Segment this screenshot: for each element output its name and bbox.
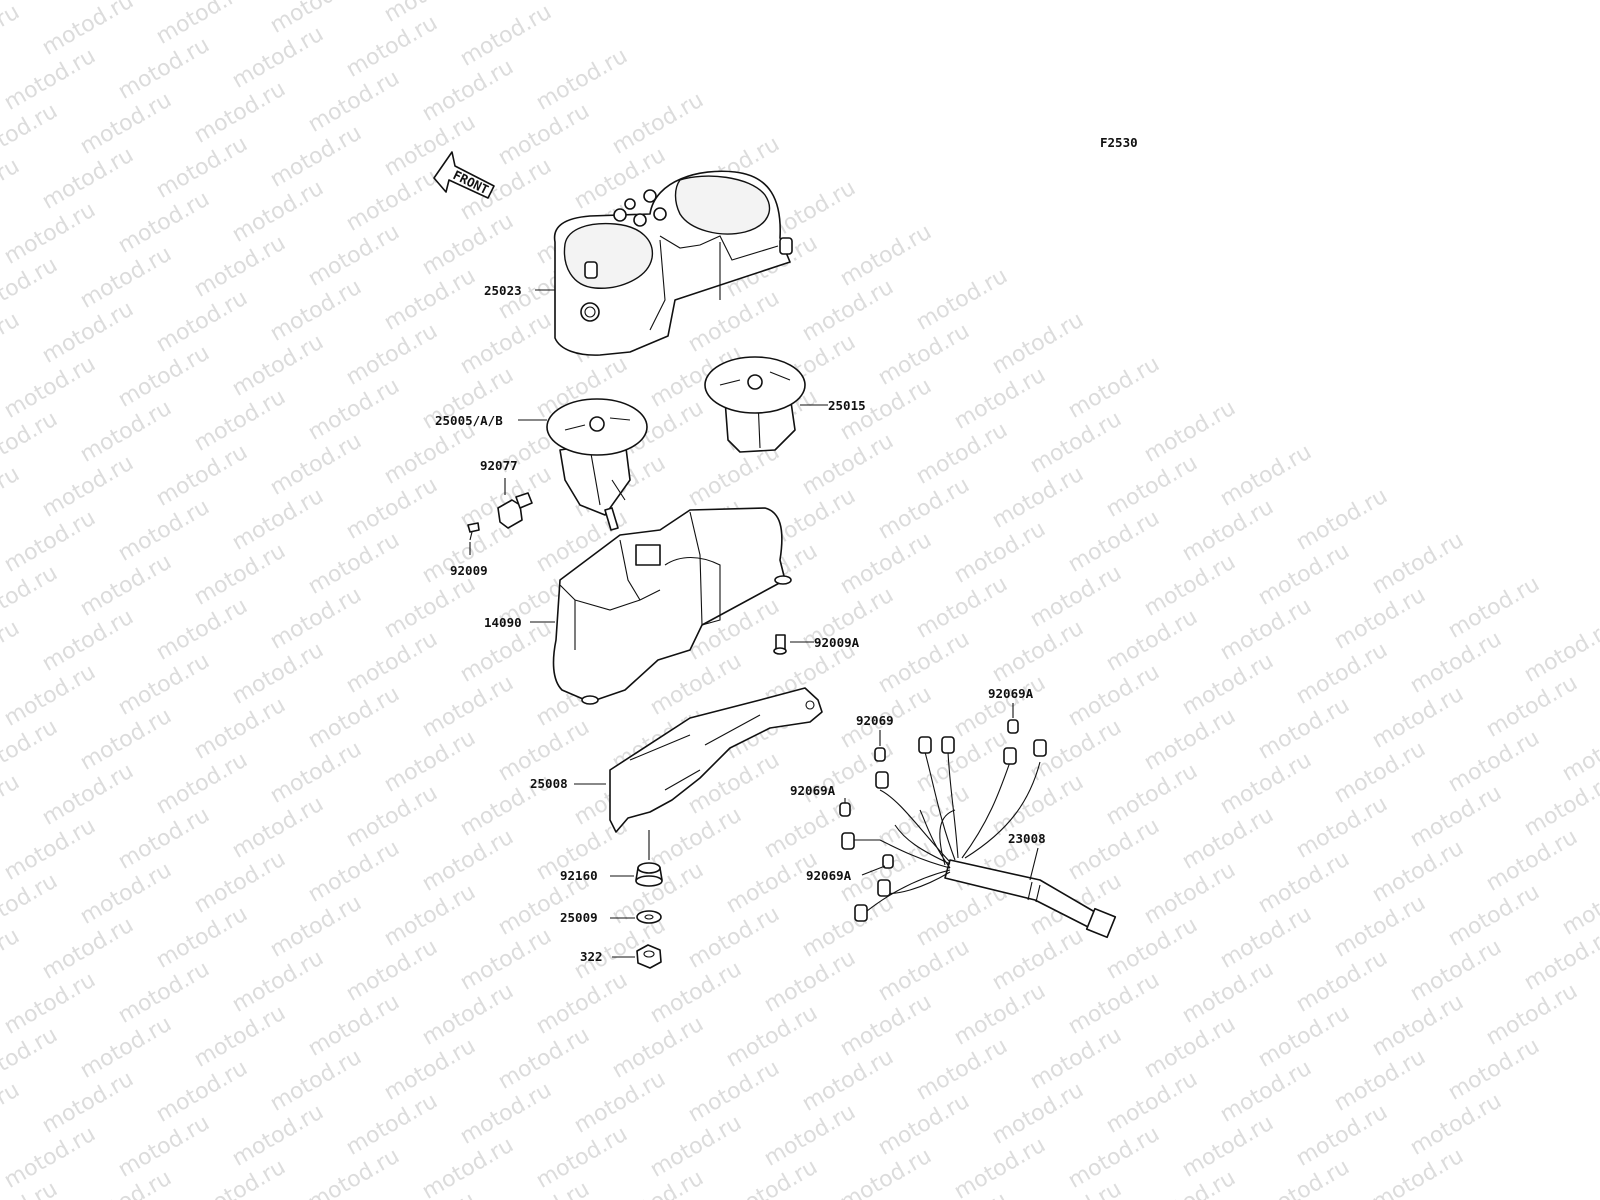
part-label-25008: 25008 [530, 776, 568, 791]
wiring-harness[interactable] [839, 719, 1117, 939]
part-label-92009: 92009 [450, 563, 488, 578]
speedometer[interactable] [704, 356, 806, 453]
part-label-92069A-bottom: 92069A [806, 868, 852, 883]
leader-line [1029, 847, 1039, 881]
bolt-92009A[interactable] [773, 634, 787, 655]
part-label-23008: 23008 [1008, 831, 1046, 846]
leader-line [610, 830, 650, 877]
part-label-25015: 25015 [828, 398, 866, 413]
part-label-92009A: 92009A [814, 635, 860, 650]
meter-cover[interactable] [553, 170, 793, 356]
part-label-92069A-left: 92069A [790, 783, 836, 798]
part-label-25005: 25005/A/B [435, 413, 503, 428]
diagram-code: F2530 [1100, 135, 1138, 150]
front-arrow-icon: FRONT [433, 151, 495, 199]
damper[interactable] [635, 862, 663, 887]
washer[interactable] [636, 910, 662, 924]
meter-case[interactable] [552, 507, 792, 705]
screw-92009[interactable] [467, 522, 480, 541]
front-label: FRONT [451, 167, 491, 197]
part-label-92160: 92160 [560, 868, 598, 883]
part-label-25023: 25023 [484, 283, 522, 298]
part-label-92069A-top: 92069A [988, 686, 1034, 701]
tachometer[interactable] [546, 398, 648, 531]
nut[interactable] [636, 944, 662, 969]
leader-line [861, 865, 886, 876]
bracket[interactable] [609, 687, 823, 833]
part-label-322: 322 [580, 949, 603, 964]
part-label-14090: 14090 [484, 615, 522, 630]
part-label-92077: 92077 [480, 458, 518, 473]
part-label-92069: 92069 [856, 713, 894, 728]
gear-92077[interactable] [497, 492, 533, 529]
part-label-25009: 25009 [560, 910, 598, 925]
